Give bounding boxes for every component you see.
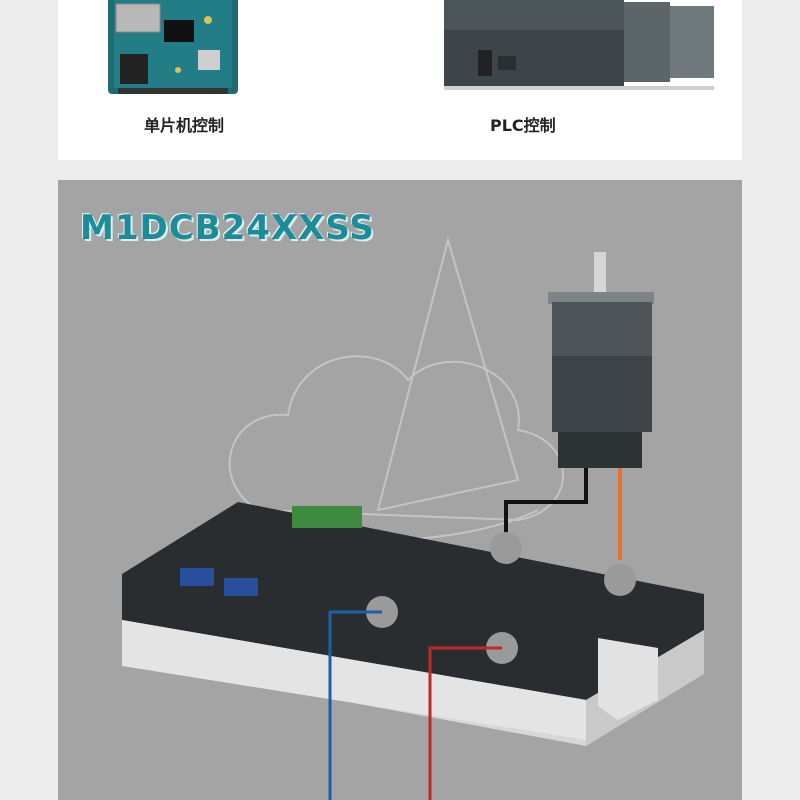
watermark-icon — [228, 236, 564, 542]
driver-motor-illustration — [122, 236, 704, 800]
red-power-wire — [428, 646, 502, 800]
control-methods-card: 单片机控制 PLC控制 — [58, 0, 742, 160]
model-name-heading: M1DCB24XXSS — [80, 208, 375, 248]
driver-module-icon — [122, 502, 704, 746]
mcu-control-caption: 单片机控制 — [144, 116, 225, 135]
control-methods-illustrations — [108, 0, 714, 94]
black-motor-wire — [504, 468, 588, 536]
microcontroller-board-icon — [108, 0, 238, 94]
plc-control-caption: PLC控制 — [490, 116, 556, 135]
motor-icon — [548, 252, 654, 468]
plc-module-icon — [444, 0, 714, 90]
product-panel: M1DCB24XXSS — [58, 180, 742, 800]
blue-power-wire — [328, 610, 382, 800]
